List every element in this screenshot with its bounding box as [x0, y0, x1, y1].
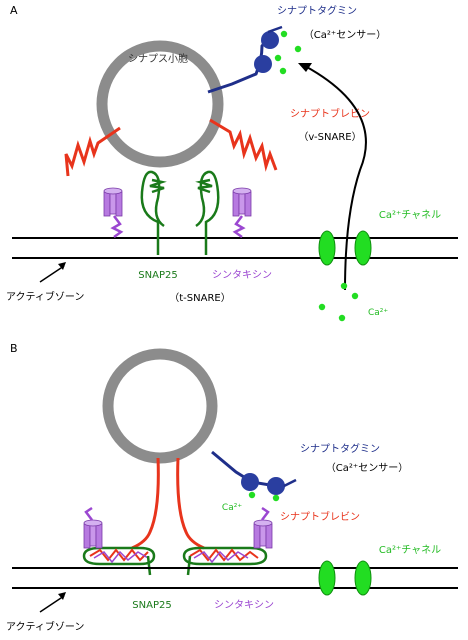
syntaxin-left-b	[83, 506, 103, 549]
ca-ion-label-b: Ca²⁺	[222, 503, 242, 513]
ca-channel-label-b: Ca²⁺チャネル	[379, 544, 441, 556]
ca-ion-label-a: Ca²⁺	[368, 308, 388, 318]
active-zone-arrow-a	[39, 262, 66, 283]
synaptotagmin-label-b: シナプトタグミン	[300, 442, 380, 455]
snap25-a	[140, 170, 220, 255]
snap25-label-b: SNAP25	[132, 600, 171, 611]
synaptobrevin-label-b: シナプトブレビン	[280, 510, 360, 523]
panel-a: A シナプス小胞 シナプトタグミン （Ca²⁺センサー） シナプトブレビン （v…	[6, 4, 458, 322]
calcium-ions-below-a	[318, 282, 359, 322]
synaptobrevin-b	[131, 457, 205, 550]
synaptotagmin-a	[207, 25, 283, 94]
t-snare-label-a: （t-SNARE）	[169, 292, 230, 304]
ca-sensor-label-a: （Ca²⁺センサー）	[304, 29, 386, 41]
calcium-ions-bound-b	[248, 491, 280, 502]
v-snare-label-a: （v-SNARE）	[298, 131, 361, 143]
syntaxin-right-a	[232, 187, 252, 239]
ca-channel-label-a: Ca²⁺チャネル	[379, 209, 441, 221]
vesicle-label-a: シナプス小胞	[128, 53, 188, 65]
active-zone-arrow-b	[39, 592, 66, 613]
calcium-ions-near-sensor-a	[274, 30, 302, 75]
snare-complex-right-b	[182, 546, 268, 576]
snap25-label-a: SNAP25	[138, 270, 177, 281]
panel-b: B	[6, 342, 458, 633]
synaptobrevin-label-a: シナプトブレビン	[290, 107, 370, 120]
syntaxin-left-a	[103, 187, 124, 239]
calcium-influx-arrow	[298, 63, 367, 291]
panel-b-letter: B	[10, 342, 18, 355]
active-zone-label-a: アクティブゾーン	[6, 290, 84, 303]
ca-sensor-label-b: （Ca²⁺センサー）	[326, 462, 408, 474]
synaptic-vesicle-b	[102, 348, 218, 464]
synaptotagmin-label-a: シナプトタグミン	[277, 4, 357, 17]
plasma-membrane-a	[12, 237, 458, 259]
synaptotagmin-b	[211, 450, 297, 495]
syntaxin-label-a: シンタキシン	[212, 269, 272, 281]
panel-a-letter: A	[10, 4, 18, 17]
active-zone-label-b: アクティブゾーン	[6, 620, 84, 633]
syntaxin-label-b: シンタキシン	[214, 599, 274, 611]
synaptic-vesicle-a	[96, 40, 224, 168]
snare-complex-left-b	[82, 546, 156, 576]
plasma-membrane-b	[12, 567, 458, 589]
calcium-channel-a	[318, 230, 372, 266]
synaptobrevin-a	[64, 118, 278, 177]
calcium-channel-b	[318, 560, 372, 596]
syntaxin-right-b	[253, 506, 273, 549]
